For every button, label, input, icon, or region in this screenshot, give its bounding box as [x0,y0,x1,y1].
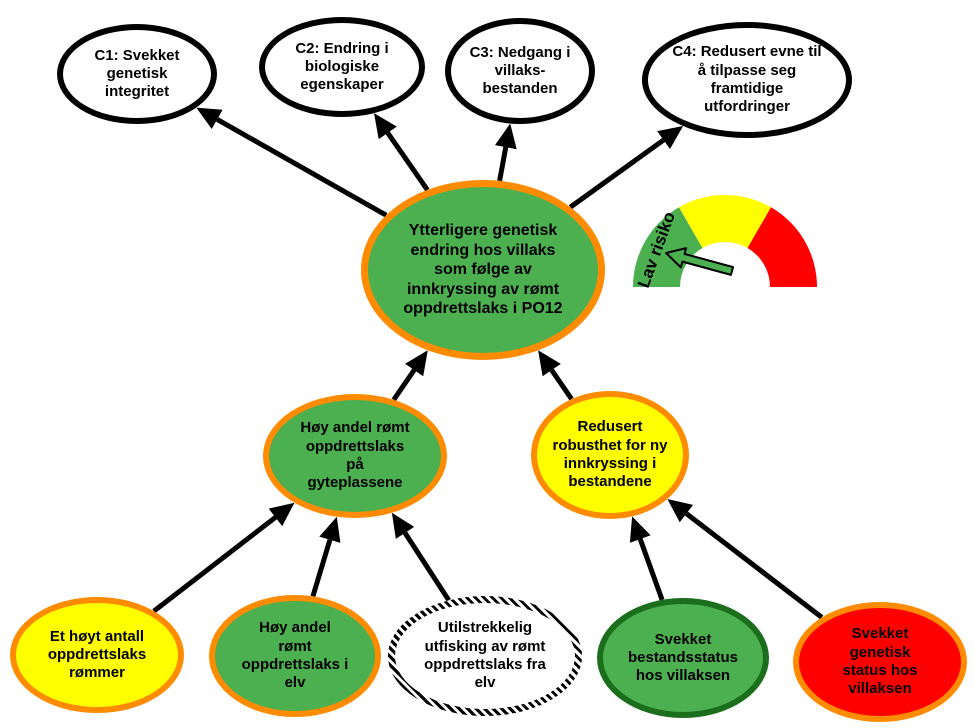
gauge-needle-arrow-icon [665,247,735,276]
central-hazard-label: Ytterligere genetisk endring hos villaks… [403,222,563,318]
arrow-center-to-c4 [568,137,666,210]
arrowhead-b1-to-mid_left-icon [268,502,295,527]
cause-many-escapes-node: Et høyt antall oppdrettslaks rømmer [10,597,184,713]
factor-reduced-robustness-node: Redusert robusthet for ny innkryssing i … [531,391,689,519]
factor-reduced-robustness-label: Redusert robusthet for ny innkryssing i … [552,418,668,491]
cause-weak-genetic-status-node: Svekket genetisk status hos villaksen [793,602,967,722]
arrow-center-to-c1 [215,117,388,218]
consequence-c4-node: C4: Redusert evne til å tilpasse seg fra… [642,22,852,138]
gauge-segment-low [633,207,703,287]
gauge-segment-high [747,207,817,287]
consequence-c2-node: C2: Endring i biologiske egenskaper [259,17,425,117]
gauge-segment-medium [679,195,771,248]
factor-high-escapee-share-node: Høy andel rømt oppdrettslaks på gyteplas… [263,394,447,518]
consequence-c3-label: C3: Nedgang i villaks- bestanden [469,43,571,98]
arrow-b5-to-mid_right [684,511,824,620]
consequence-c3-node: C3: Nedgang i villaks- bestanden [445,18,595,124]
central-hazard-node: Ytterligere genetisk endring hos villaks… [361,180,605,360]
arrow-b2-to-mid_left [310,539,333,598]
arrowhead-center-to-c4-icon [657,126,684,149]
cause-weak-genetic-status-label: Svekket genetisk status hos villaksen [842,625,918,698]
consequence-c4-label: C4: Redusert evne til å tilpasse seg fra… [672,43,822,116]
arrowhead-center-to-c1-icon [196,107,223,129]
arrowhead-b2-to-mid_left-icon [319,516,341,543]
consequence-c1-node: C1: Svekket genetisk integritet [57,24,217,124]
arrowhead-b4-to-mid_right-icon [629,516,651,543]
arrowhead-center-to-c3-icon [495,123,517,150]
arrowhead-mid_right-to-center-icon [538,350,561,377]
arrowhead-b3-to-mid_left-icon [391,512,415,539]
cause-weak-stock-status-label: Svekket bestandsstatus hos villaksen [627,630,739,685]
cause-insufficient-removal-label: Utilstrekkelig utfisking av rømt oppdret… [424,619,546,692]
arrow-mid_left-to-center [391,368,417,402]
arrowhead-mid_left-to-center-icon [405,350,428,377]
arrow-b4-to-mid_right [637,538,665,601]
cause-escapees-in-river-label: Høy andel rømt oppdrettslaks i elv [241,619,349,692]
arrow-mid_right-to-center [549,368,574,401]
arrow-b3-to-mid_left [402,531,451,602]
arrowhead-center-to-c2-icon [374,113,397,140]
cause-escapees-in-river-node: Høy andel rømt oppdrettslaks i elv [209,595,381,717]
consequence-c2-label: C2: Endring i biologiske egenskaper [295,39,389,94]
cause-weak-stock-status-node: Svekket bestandsstatus hos villaksen [597,598,769,718]
arrow-b1-to-mid_left [152,515,278,614]
consequence-c1-label: C1: Svekket genetisk integritet [94,46,180,101]
cause-many-escapes-label: Et høyt antall oppdrettslaks rømmer [47,627,147,682]
arrowhead-b5-to-mid_right-icon [667,499,694,523]
factor-high-escapee-share-label: Høy andel rømt oppdrettslaks på gyteplas… [300,419,410,492]
arrow-center-to-c3 [497,146,509,182]
edges-layer [152,107,824,620]
risk-gauge: Lav risiko [633,195,817,290]
arrow-center-to-c2 [385,131,430,192]
cause-insufficient-removal-node: Utilstrekkelig utfisking av rømt oppdret… [388,596,582,716]
